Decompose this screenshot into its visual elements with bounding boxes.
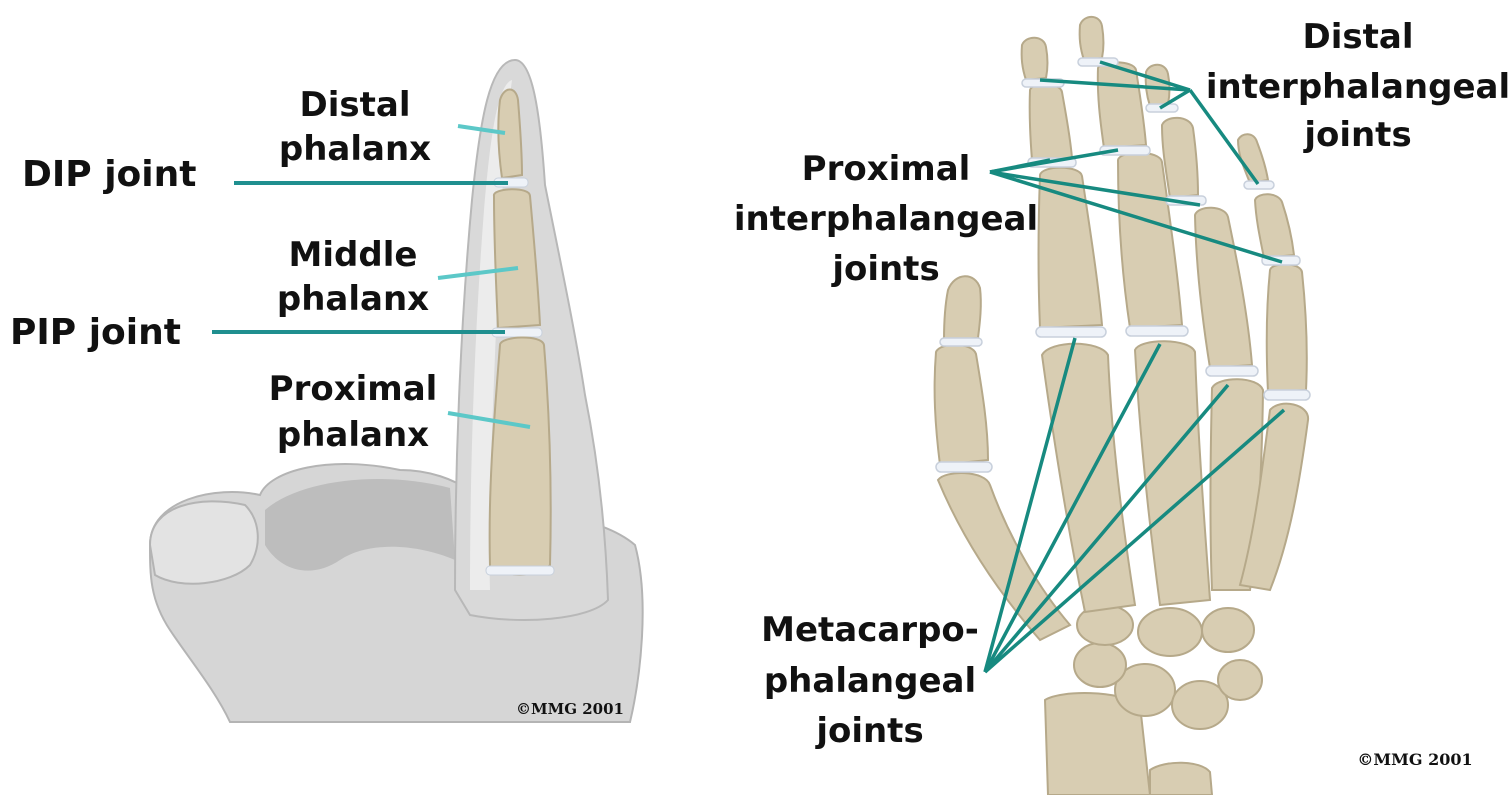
little-middle-phalanx [1255, 194, 1294, 258]
proximal-phalanx-bone [490, 337, 551, 574]
label-mcp-joints-line2: phalangeal [764, 661, 976, 701]
copyright-left: ©MMG 2001 [516, 700, 624, 718]
thumb-proximal-phalanx [935, 345, 988, 465]
label-pip-joints-line1: Proximal [802, 149, 971, 189]
little-mcp [1264, 390, 1310, 400]
label-mcp-joints-line3: joints [814, 711, 923, 751]
index-mcp [1036, 327, 1106, 337]
label-middle-phalanx-line2: phalanx [277, 279, 429, 319]
thumb-ip [940, 338, 982, 346]
ulna-bone [1150, 763, 1212, 795]
ring-middle-phalanx [1162, 118, 1198, 198]
label-proximal-phalanx-line1: Proximal [269, 369, 438, 409]
little-proximal-phalanx [1267, 264, 1307, 392]
label-dip-joints-line3: joints [1302, 115, 1411, 155]
thumb-mcp [936, 462, 992, 472]
middle-mcp [1126, 326, 1188, 336]
label-dip-joint: DIP joint [22, 154, 196, 195]
little-dip [1244, 181, 1274, 189]
label-middle-phalanx-line1: Middle [289, 235, 418, 275]
label-distal-phalanx-line1: Distal [300, 85, 411, 125]
hand-skeleton-illustration [935, 17, 1309, 795]
copyright-right: ©MMG 2001 [1357, 750, 1472, 769]
label-pip-joint: PIP joint [10, 312, 181, 353]
label-distal-phalanx-line2: phalanx [279, 129, 431, 169]
metacarpal-middle [1135, 341, 1210, 605]
carpal-bone-4 [1074, 643, 1126, 687]
index-middle-phalanx [1030, 84, 1072, 160]
label-pip-joints-line2: interphalangeal [734, 199, 1038, 239]
ring-distal-phalanx [1146, 65, 1170, 106]
label-pip-joints-line3: joints [830, 249, 939, 289]
label-dip-joints-line1: Distal [1303, 17, 1414, 57]
ring-proximal-phalanx [1195, 208, 1252, 368]
label-dip-joints-line2: interphalangeal [1206, 67, 1510, 107]
index-distal-phalanx [1022, 38, 1048, 80]
carpal-bone-7 [1202, 608, 1254, 652]
ring-mcp [1206, 366, 1258, 376]
label-proximal-phalanx-line2: phalanx [277, 415, 429, 455]
carpal-bone-6 [1138, 608, 1202, 656]
label-mcp-joints-line1: Metacarpo- [761, 610, 979, 650]
carpal-bone-3 [1218, 660, 1262, 700]
middle-distal-phalanx [1080, 17, 1104, 60]
thumb-shape [150, 501, 258, 583]
mcp-cartilage-left [486, 566, 554, 575]
thumb-distal-phalanx [944, 276, 981, 340]
